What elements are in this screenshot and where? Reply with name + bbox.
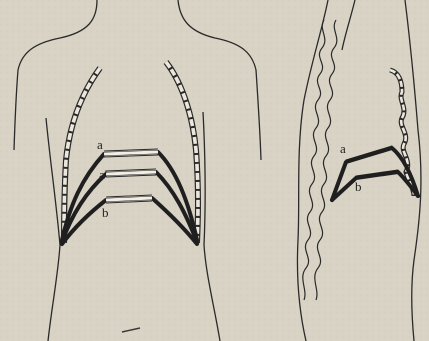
- front-label-a: a: [97, 138, 103, 151]
- front-label-b: b: [102, 206, 109, 219]
- front-label-a-prime: a': [99, 168, 107, 181]
- side-label-a: a: [340, 142, 346, 155]
- side-label-b: b: [355, 180, 362, 193]
